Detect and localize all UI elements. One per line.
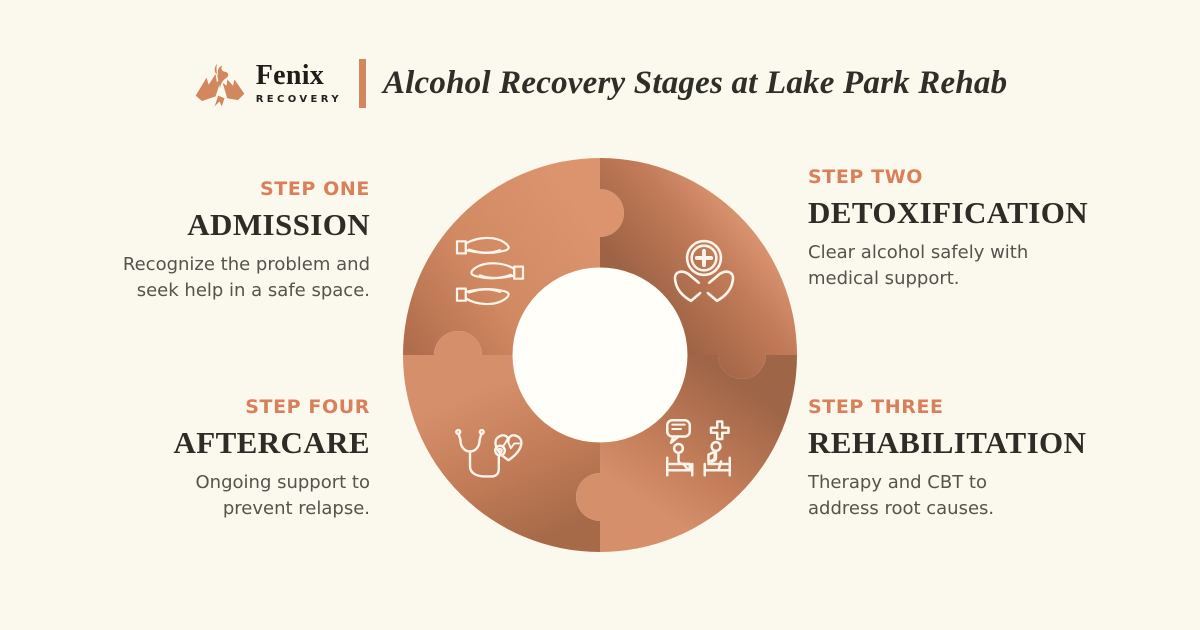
step-label: STEP THREE (808, 396, 944, 418)
step-block-detoxification: STEP TWO DETOXIFICATION Clear alcohol sa… (808, 166, 1138, 291)
step-title: REHABILITATION (808, 425, 1087, 460)
puzzle-ring-diagram (400, 155, 800, 555)
stethoscope-heart-icon (455, 428, 523, 478)
step-block-rehabilitation: STEP THREE REHABILITATION Therapy and CB… (808, 396, 1138, 521)
hands-holding-medical-cross-icon (673, 239, 735, 303)
step-title: ADMISSION (187, 207, 370, 242)
step-description: Clear alcohol safely with medical suppor… (808, 242, 1029, 289)
step-description: Recognize the problem and seek help in a… (122, 254, 370, 301)
step-description: Therapy and CBT to address root causes. (808, 472, 995, 519)
step-title: AFTERCARE (173, 425, 370, 460)
brand-text: Fenix RECOVERY (255, 59, 342, 105)
step-block-admission: STEP ONE ADMISSION Recognize the problem… (78, 178, 370, 303)
inner-circle (512, 267, 688, 443)
header-divider-bar (358, 58, 366, 108)
step-label: STEP ONE (260, 178, 370, 200)
puzzle-ring-svg (403, 158, 797, 552)
brand-name: Fenix (255, 59, 325, 91)
step-title: DETOXIFICATION (808, 195, 1089, 230)
step-label: STEP TWO (808, 166, 924, 188)
step-label: STEP FOUR (245, 396, 370, 418)
step-description: Ongoing support to prevent relapse. (195, 472, 370, 519)
step-block-aftercare: STEP FOUR AFTERCARE Ongoing support to p… (78, 396, 370, 521)
phoenix-icon (195, 63, 244, 107)
therapy-session-icon (666, 419, 731, 477)
brand-logo: Fenix RECOVERY (193, 54, 342, 112)
page-title: Alcohol Recovery Stages at Lake Park Reh… (382, 64, 1008, 101)
header: Fenix RECOVERY Alcohol Recovery Stages a… (0, 54, 1200, 112)
brand-subtitle: RECOVERY (255, 93, 342, 105)
